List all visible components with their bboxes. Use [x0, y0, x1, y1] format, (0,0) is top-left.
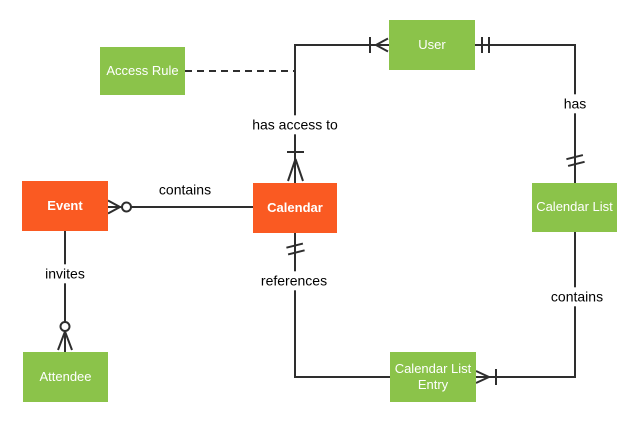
edge-calendar-references-entry: [294, 233, 390, 378]
entity-label: Access Rule: [106, 62, 179, 78]
one-and-only-one-icon: [566, 154, 585, 167]
crows-foot-zero-or-many-icon: [107, 199, 132, 215]
relationship-label-has: has: [559, 94, 591, 114]
entity-label: Calendar: [267, 199, 323, 215]
crows-foot-one-or-many-icon: [475, 369, 497, 385]
crows-foot-one-or-many-icon: [369, 37, 389, 53]
entity-user: User: [389, 20, 475, 70]
edge-user-has-calendar-list: [475, 44, 576, 183]
one-and-only-one-icon: [286, 242, 305, 256]
entity-calendar-list: Calendar List: [532, 183, 617, 232]
crows-foot-zero-or-many-icon: [57, 321, 73, 351]
relationship-label-references: references: [256, 271, 332, 291]
relationship-label-contains: contains: [154, 180, 216, 200]
one-and-only-one-icon: [481, 37, 490, 53]
entity-label: Calendar List Entry: [394, 360, 472, 392]
relationship-label-invites: invites: [41, 264, 89, 284]
entity-calendar: Calendar: [253, 183, 337, 233]
relationship-label-has-access-to: has access to: [248, 115, 342, 135]
entity-attendee: Attendee: [23, 352, 108, 402]
edge-calendar-list-contains-entry: [476, 232, 576, 378]
entity-label: Calendar List: [536, 199, 613, 215]
relationship-label-contains: contains: [546, 287, 608, 307]
entity-label: User: [418, 36, 446, 52]
entity-label: Event: [47, 197, 83, 213]
entity-event: Event: [22, 181, 108, 231]
entity-calendar-list-entry: Calendar List Entry: [390, 352, 476, 402]
entity-label: Attendee: [39, 368, 92, 384]
entity-access-rule: Access Rule: [100, 47, 185, 95]
edge-calendar-has-access-to-user: [294, 44, 389, 183]
crows-foot-one-or-many-icon: [287, 151, 304, 182]
